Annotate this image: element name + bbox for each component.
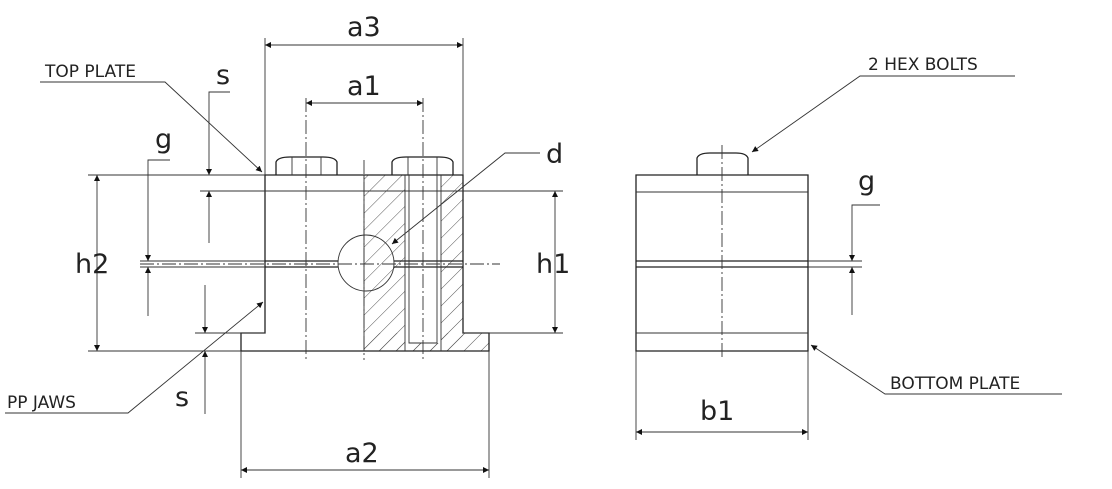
dim-g-side: g xyxy=(858,166,875,197)
hex-bolt-left xyxy=(275,156,338,175)
pipe-bore xyxy=(337,234,395,292)
hex-bolt-side xyxy=(696,152,749,175)
dim-h1: h1 xyxy=(536,249,570,280)
callouts: TOP PLATE PP JAWS 2 HEX BOLTS BOTTOM PLA… xyxy=(5,55,1062,414)
front-dimensions: a3 a1 a2 h2 h1 s g s d xyxy=(75,12,570,478)
label-hex-bolts: 2 HEX BOLTS xyxy=(868,55,978,75)
dim-h2: h2 xyxy=(75,249,109,280)
dim-g-front: g xyxy=(155,124,172,155)
dim-s-bottom: s xyxy=(175,382,189,413)
dim-a3: a3 xyxy=(347,12,381,43)
label-top-plate: TOP PLATE xyxy=(44,62,136,82)
dim-a1: a1 xyxy=(347,71,381,102)
label-bottom-plate: BOTTOM PLATE xyxy=(890,374,1020,394)
dim-b1: b1 xyxy=(700,396,734,427)
hex-bolt-right xyxy=(391,156,454,175)
side-view: b1 g xyxy=(635,145,880,440)
front-view xyxy=(140,98,500,360)
label-pp-jaws: PP JAWS xyxy=(7,393,76,413)
dim-a2: a2 xyxy=(345,438,379,469)
dim-d: d xyxy=(546,139,563,170)
dim-s-top: s xyxy=(216,60,230,91)
